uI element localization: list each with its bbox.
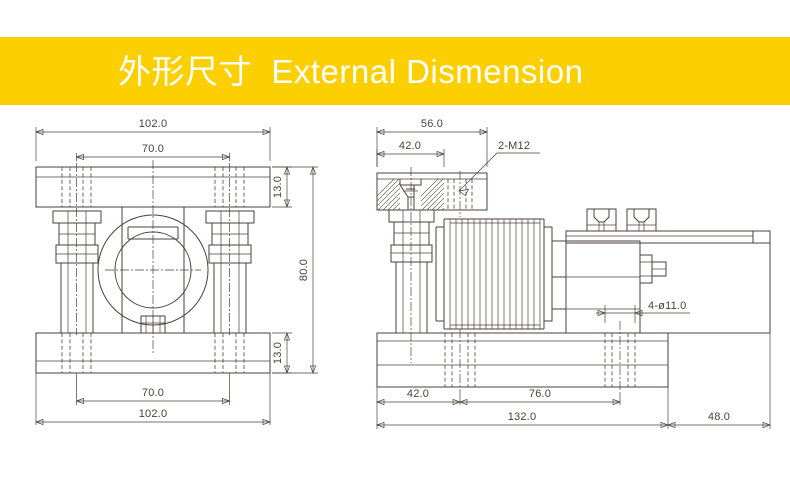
side-tail-plate: [640, 231, 771, 334]
page-title: 外形尺寸 External Dismension: [118, 52, 584, 90]
section-hatching: [377, 179, 444, 210]
side-top-mount-block: [376, 171, 488, 217]
dimension-side-top-inner: 42.0: [375, 140, 446, 167]
side-view-group: 56.0 42.0 2-M12: [375, 118, 772, 429]
callout-label: 4-ø11.0: [648, 300, 687, 312]
dimension-side-bottom-left: 42.0: [375, 387, 462, 406]
side-base-plate: [376, 332, 669, 388]
side-hex-bolt: [639, 254, 667, 284]
side-bellows: [435, 218, 553, 330]
front-top-plate-holes-left: [61, 167, 92, 207]
dimension-front-bottom-plate: 13.0: [272, 331, 292, 375]
technical-drawings-area: 102.0 70.0 13.0: [0, 105, 790, 489]
dimension-label: 76.0: [529, 388, 551, 400]
dimension-label: 42.0: [407, 388, 429, 400]
side-base-holes-left: [444, 329, 476, 393]
dimension-label: 80.0: [298, 259, 310, 281]
dimension-label: 13.0: [272, 342, 284, 364]
side-loadcell-body: [551, 240, 641, 334]
dimension-side-bottom-mid: 76.0: [458, 388, 622, 406]
callout-label: 2-M12: [498, 140, 530, 152]
front-right-stud: [205, 210, 255, 334]
dimension-label: 42.0: [399, 140, 421, 152]
side-base-holes-right: [604, 321, 636, 393]
drawing-svg: 102.0 70.0 13.0: [34, 118, 772, 429]
dimension-side-top-overall: 56.0: [375, 118, 489, 167]
side-terminal-block-2: [626, 208, 657, 232]
dimension-front-top-overall: 102.0: [34, 118, 272, 161]
dimension-label: 70.0: [142, 143, 164, 155]
dimension-label: 70.0: [142, 387, 164, 399]
side-terminal-block-1: [586, 208, 617, 232]
dimension-front-height: 80.0: [272, 165, 318, 375]
side-stud-column: [388, 209, 435, 334]
front-top-plate-holes-right: [214, 167, 245, 207]
dimension-label: 56.0: [421, 118, 443, 130]
dimension-label: 13.0: [272, 176, 284, 198]
dimension-front-top-plate: 13.0: [272, 165, 292, 209]
callout-hole-4-dia11: 4-ø11.0: [596, 300, 690, 323]
callout-thread-2-M12: 2-M12: [458, 140, 540, 196]
front-bottom-plate-holes-left: [61, 333, 92, 373]
dimension-side-tail: 48.0: [666, 333, 772, 429]
dimension-label: 132.0: [508, 411, 537, 423]
dimension-label: 102.0: [139, 408, 168, 420]
dimension-label: 102.0: [139, 118, 168, 130]
front-bottom-plate-holes-right: [214, 333, 245, 373]
dimension-front-top-inner: 70.0: [75, 143, 231, 161]
dimension-front-bottom-overall: 102.0: [34, 373, 272, 426]
dimension-label: 48.0: [708, 411, 730, 423]
dimension-front-bottom-inner: 70.0: [75, 373, 231, 405]
bellows-convolutions: [449, 219, 541, 329]
section-header-banner: 外形尺寸 External Dismension: [0, 37, 790, 105]
front-left-stud: [52, 210, 102, 334]
dimension-side-overall: 132.0: [375, 387, 670, 429]
front-view-group: 102.0 70.0 13.0: [34, 118, 318, 426]
